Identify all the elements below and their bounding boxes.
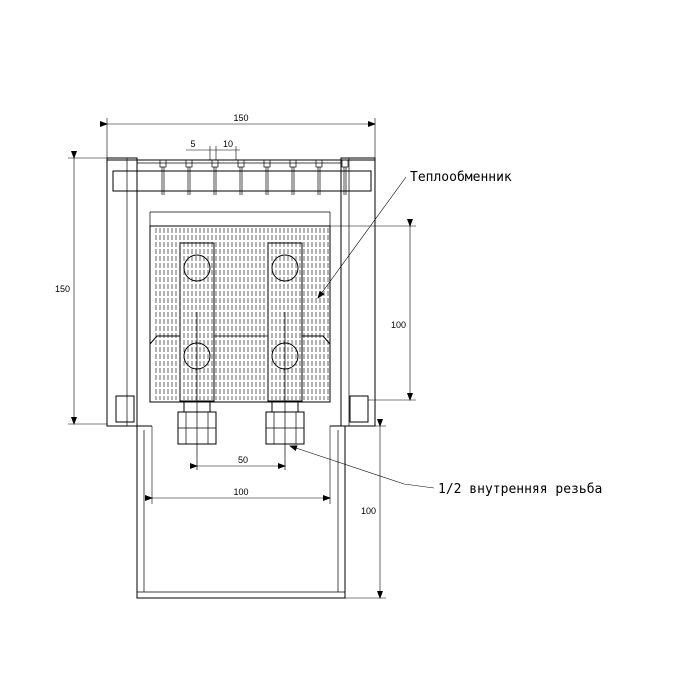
lower-tray [136,426,346,599]
dim-overall-width: 150 [100,113,376,158]
dim-fin-spacing: 5 10 [186,139,240,160]
dim-overall-height-text: 150 [55,284,70,294]
housing [106,157,376,427]
dim-overall-height: 150 [55,151,107,425]
fin [185,159,193,195]
heat-exchanger-block [149,225,331,470]
dim-tray-height-text: 100 [361,506,376,516]
dim-tray-height: 100 [345,419,386,599]
top-fins [159,159,349,195]
fin [263,159,271,195]
dim-fin-gap-text: 5 [190,139,195,149]
fin [315,159,323,195]
fitting-left [177,401,217,445]
pipe-hole-left-top [183,254,211,282]
dim-exchanger-height-text: 100 [391,320,406,330]
fin [211,159,219,195]
fin [237,159,245,195]
dim-connection-width: 100 [145,426,331,504]
fin [341,159,349,195]
label-thread: 1/2 внутренняя резьба [438,482,602,497]
pipe-hole-right-top [271,254,299,282]
dim-pipe-spacing-text: 50 [238,455,248,465]
fin [289,159,297,195]
fin-hatching [155,228,329,400]
dim-overall-width-text: 150 [233,113,248,123]
dim-pipe-spacing: 50 [190,455,286,469]
dim-fin-pitch-text: 10 [223,139,233,149]
fin [159,159,167,195]
callout-heat-exchanger: Теплообменник [317,170,512,299]
dim-connection-width-text: 100 [233,487,248,497]
fitting-right [265,401,305,445]
callout-thread: 1/2 внутренняя резьба [289,445,602,497]
dim-exchanger-height: 100 [330,219,416,401]
label-heat-exchanger: Теплообменник [410,170,512,185]
